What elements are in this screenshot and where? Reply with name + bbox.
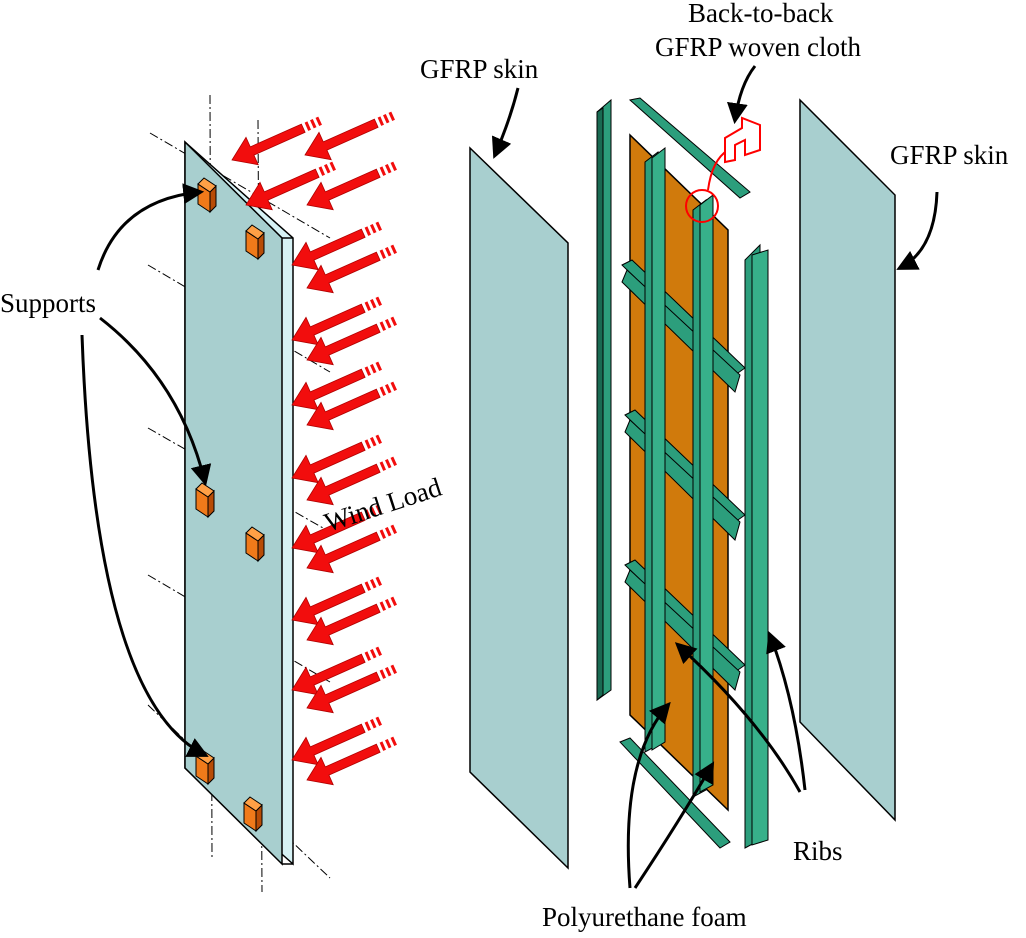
wind-arrow (291, 576, 382, 626)
rib-top-diagonal (628, 97, 751, 199)
support-block (243, 796, 263, 833)
gfrp-skin-left-label: GFRP skin (420, 54, 539, 84)
back-to-back-label-line2: GFRP woven cloth (655, 32, 862, 62)
wind-arrow (291, 646, 382, 696)
wind-arrow (306, 316, 397, 366)
back-to-back-label-line1: Back-to-back (688, 0, 834, 28)
assembled-panel (147, 94, 331, 893)
wind-arrow (304, 111, 395, 161)
core-assembly (596, 97, 769, 849)
gfrp-skin-right-label: GFRP skin (890, 140, 1009, 170)
gfrp-skin-right-sheet (799, 98, 896, 822)
wind-arrow (291, 434, 382, 484)
support-block (245, 224, 265, 261)
wind-arrow (306, 524, 397, 574)
gfrp-skin-left-sheet (469, 146, 569, 870)
polyurethane-foam-label: Polyurethane foam (542, 902, 747, 932)
support-block (195, 749, 215, 786)
callout-arrows (80, 65, 939, 889)
woven-cloth-icon (724, 116, 761, 164)
ribs-label: Ribs (793, 836, 843, 866)
wind-arrow (306, 244, 397, 294)
wind-arrow (245, 161, 336, 211)
rib-left-vertical (596, 98, 612, 702)
wind-arrow (231, 116, 322, 166)
support-block (245, 526, 265, 563)
wind-arrow (306, 161, 397, 211)
wind-arrow (306, 736, 397, 786)
wind-arrow (306, 664, 397, 714)
wind-arrow (291, 221, 382, 271)
support-block (195, 482, 215, 519)
supports-label: Supports (0, 288, 96, 318)
rib-right-vertical (744, 243, 769, 849)
wind-arrow (306, 596, 397, 646)
wind-arrow (306, 381, 397, 431)
ribs-vertical (644, 146, 714, 798)
rib-bottom-diagonal (619, 737, 731, 849)
highlight-circle (685, 189, 719, 223)
wind-arrow (306, 456, 397, 506)
wind-load-arrows (231, 111, 397, 786)
